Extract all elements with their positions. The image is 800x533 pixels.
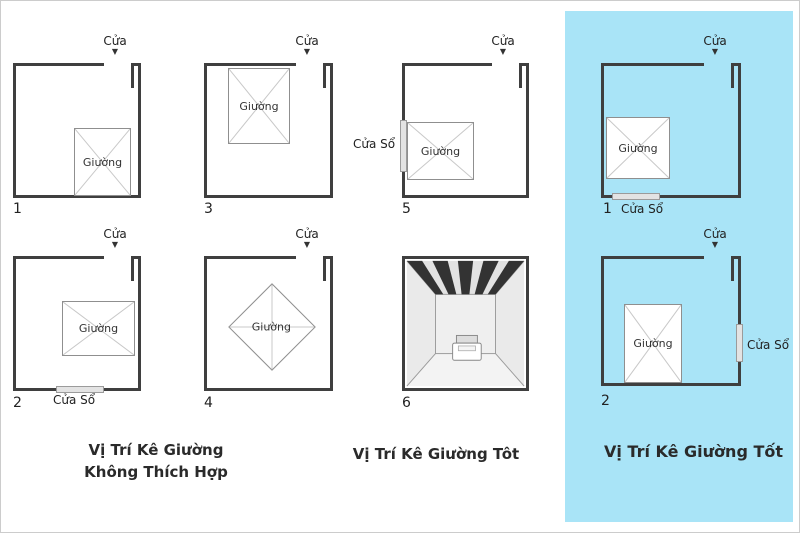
- room-3: Cửa ▼ Giường: [204, 34, 333, 198]
- room-number: 4: [204, 395, 213, 411]
- room-4: Cửa ▼ Giường: [204, 227, 333, 391]
- bed: Giường: [74, 128, 131, 196]
- window: [736, 324, 743, 362]
- room-number: 5: [402, 201, 411, 217]
- door-label: Cửa ▼: [284, 34, 330, 56]
- door-label: Cửa ▼: [92, 34, 138, 56]
- caption-good-middle: Vị Trí Kê Giường Tôt: [352, 445, 520, 463]
- room-2: Cửa ▼ Giường: [13, 227, 141, 393]
- door-leaf: [519, 63, 522, 88]
- door-text: Cửa: [703, 227, 727, 241]
- bed: Giường: [624, 304, 682, 383]
- window-label: Cửa Sổ: [53, 393, 96, 407]
- caption-unsuitable-line1: Vị Trí Kê Giường: [88, 441, 224, 459]
- bed-label: Giường: [420, 144, 461, 158]
- bed-label: Giường: [633, 337, 673, 350]
- door-opening: [704, 256, 734, 259]
- door-leaf: [131, 256, 134, 281]
- room-number: 3: [204, 201, 213, 217]
- door-text: Cửa: [491, 34, 515, 48]
- door-leaf: [323, 63, 326, 88]
- door-leaf: [323, 256, 326, 281]
- door-arrow-icon: ▼: [711, 240, 719, 249]
- bed: Giường: [62, 301, 135, 356]
- door-label: Cửa ▼: [692, 34, 738, 56]
- door-opening: [704, 63, 734, 66]
- bed: Giường: [407, 122, 474, 180]
- door-label: Cửa ▼: [92, 227, 138, 249]
- window: [612, 193, 660, 200]
- door-opening: [296, 256, 326, 259]
- room-number: 2: [13, 395, 22, 411]
- door-opening: [104, 63, 134, 66]
- door-text: Cửa: [703, 34, 727, 48]
- door-leaf: [731, 256, 734, 281]
- room-5: Cửa ▼ Giường: [400, 34, 529, 198]
- door-label: Cửa ▼: [692, 227, 738, 249]
- door-arrow-icon: ▼: [303, 240, 311, 249]
- room-number: 1: [603, 201, 612, 217]
- door-arrow-icon: ▼: [303, 47, 311, 56]
- room-1: Cửa ▼ Giường: [13, 34, 141, 198]
- window-label: Cửa Sổ: [747, 338, 790, 352]
- bed-label: Giường: [78, 322, 119, 335]
- door-arrow-icon: ▼: [111, 47, 119, 56]
- door-arrow-icon: ▼: [499, 47, 507, 56]
- perspective-room-graphic: [406, 260, 525, 387]
- window: [56, 386, 104, 393]
- window: [400, 120, 407, 172]
- door-opening: [104, 256, 134, 259]
- room-number: 6: [402, 395, 411, 411]
- window-label: Cửa Sổ: [353, 137, 396, 151]
- bed-label: Giường: [252, 320, 292, 334]
- room-6: [402, 256, 529, 391]
- bed-label: Giường: [82, 155, 123, 169]
- caption-good-right: Vị Trí Kê Giường Tốt: [603, 442, 784, 461]
- bed-label: Giường: [239, 99, 279, 113]
- room-number: 1: [13, 201, 22, 217]
- room-good-2: Cửa ▼ Giường: [601, 227, 743, 386]
- room-number: 2: [601, 393, 610, 409]
- door-text: Cửa: [295, 34, 319, 48]
- room-good-1: Cửa ▼ Giường: [601, 34, 741, 200]
- bed: Giường: [228, 283, 316, 371]
- bed: Giường: [228, 68, 290, 144]
- door-arrow-icon: ▼: [111, 240, 119, 249]
- door-label: Cửa ▼: [480, 34, 526, 56]
- door-text: Cửa: [295, 227, 319, 241]
- door-label: Cửa ▼: [284, 227, 330, 249]
- door-text: Cửa: [103, 34, 127, 48]
- caption-unsuitable-line2: Không Thích Hợp: [84, 463, 228, 481]
- door-leaf: [131, 63, 134, 88]
- bed-label: Giường: [618, 141, 658, 155]
- bed: Giường: [606, 117, 670, 179]
- window-label: Cửa Sổ: [621, 202, 664, 216]
- door-opening: [492, 63, 522, 66]
- door-text: Cửa: [103, 227, 127, 241]
- door-arrow-icon: ▼: [711, 47, 719, 56]
- door-leaf: [731, 63, 734, 88]
- caption-unsuitable: Vị Trí Kê Giường Không Thích Hợp: [31, 439, 281, 483]
- door-opening: [296, 63, 326, 66]
